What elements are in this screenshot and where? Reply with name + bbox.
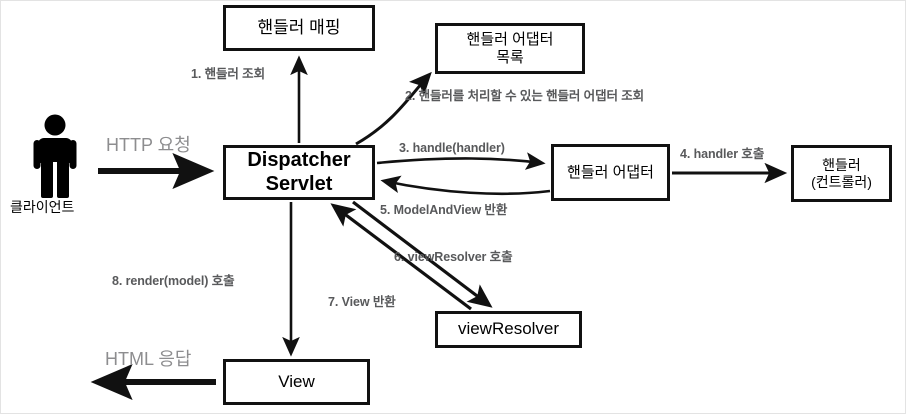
edge-step3 <box>376 152 546 170</box>
edge-label-step3: 3. handle(handler) <box>399 141 505 155</box>
node-handler-adapter-list[interactable]: 핸들러 어댑터 목록 <box>435 23 585 74</box>
client-figure <box>29 114 81 203</box>
edge-label-step1: 1. 핸들러 조회 <box>191 67 265 81</box>
node-view-label: View <box>278 371 315 391</box>
node-handler-adapter-label: 핸들러 어댑터 <box>567 163 654 181</box>
edge-label-step4: 4. handler 호출 <box>680 147 765 161</box>
node-dispatcher-servlet[interactable]: Dispatcher Servlet <box>223 145 375 200</box>
edge-step7 <box>330 203 472 311</box>
node-view[interactable]: View <box>223 359 370 405</box>
node-handler-controller[interactable]: 핸들러 (컨트롤러) <box>791 145 892 202</box>
node-handler-controller-label: 핸들러 (컨트롤러) <box>811 156 872 190</box>
node-view-resolver-label: viewResolver <box>457 319 560 339</box>
node-handler-mapping[interactable]: 핸들러 매핑 <box>223 5 375 51</box>
node-handler-adapter-list-label: 핸들러 어댑터 목록 <box>466 30 554 66</box>
edge-label-step2: 2. 핸들러를 처리할 수 있는 핸들러 어댑터 조회 <box>405 89 645 103</box>
edge-step2 <box>355 71 432 146</box>
client-label: 클라이언트 <box>10 199 75 215</box>
edge-step5 <box>380 175 551 196</box>
edge-label-http-request: HTTP 요청 <box>106 135 191 155</box>
edge-label-step7: 7. View 반환 <box>328 295 396 309</box>
node-handler-adapter[interactable]: 핸들러 어댑터 <box>551 144 670 201</box>
node-view-resolver[interactable]: viewResolver <box>435 311 582 348</box>
node-dispatcher-servlet-label: Dispatcher Servlet <box>247 148 351 195</box>
edge-label-step6: 6. viewResolver 호출 <box>394 250 513 264</box>
edge-label-html-response: HTML 응답 <box>105 349 192 369</box>
node-handler-mapping-label: 핸들러 매핑 <box>257 17 341 37</box>
edge-step6 <box>352 200 493 308</box>
person-icon <box>33 114 77 198</box>
edge-label-step8: 8. render(model) 호출 <box>112 274 235 288</box>
edge-label-step5: 5. ModelAndView 반환 <box>380 203 508 217</box>
